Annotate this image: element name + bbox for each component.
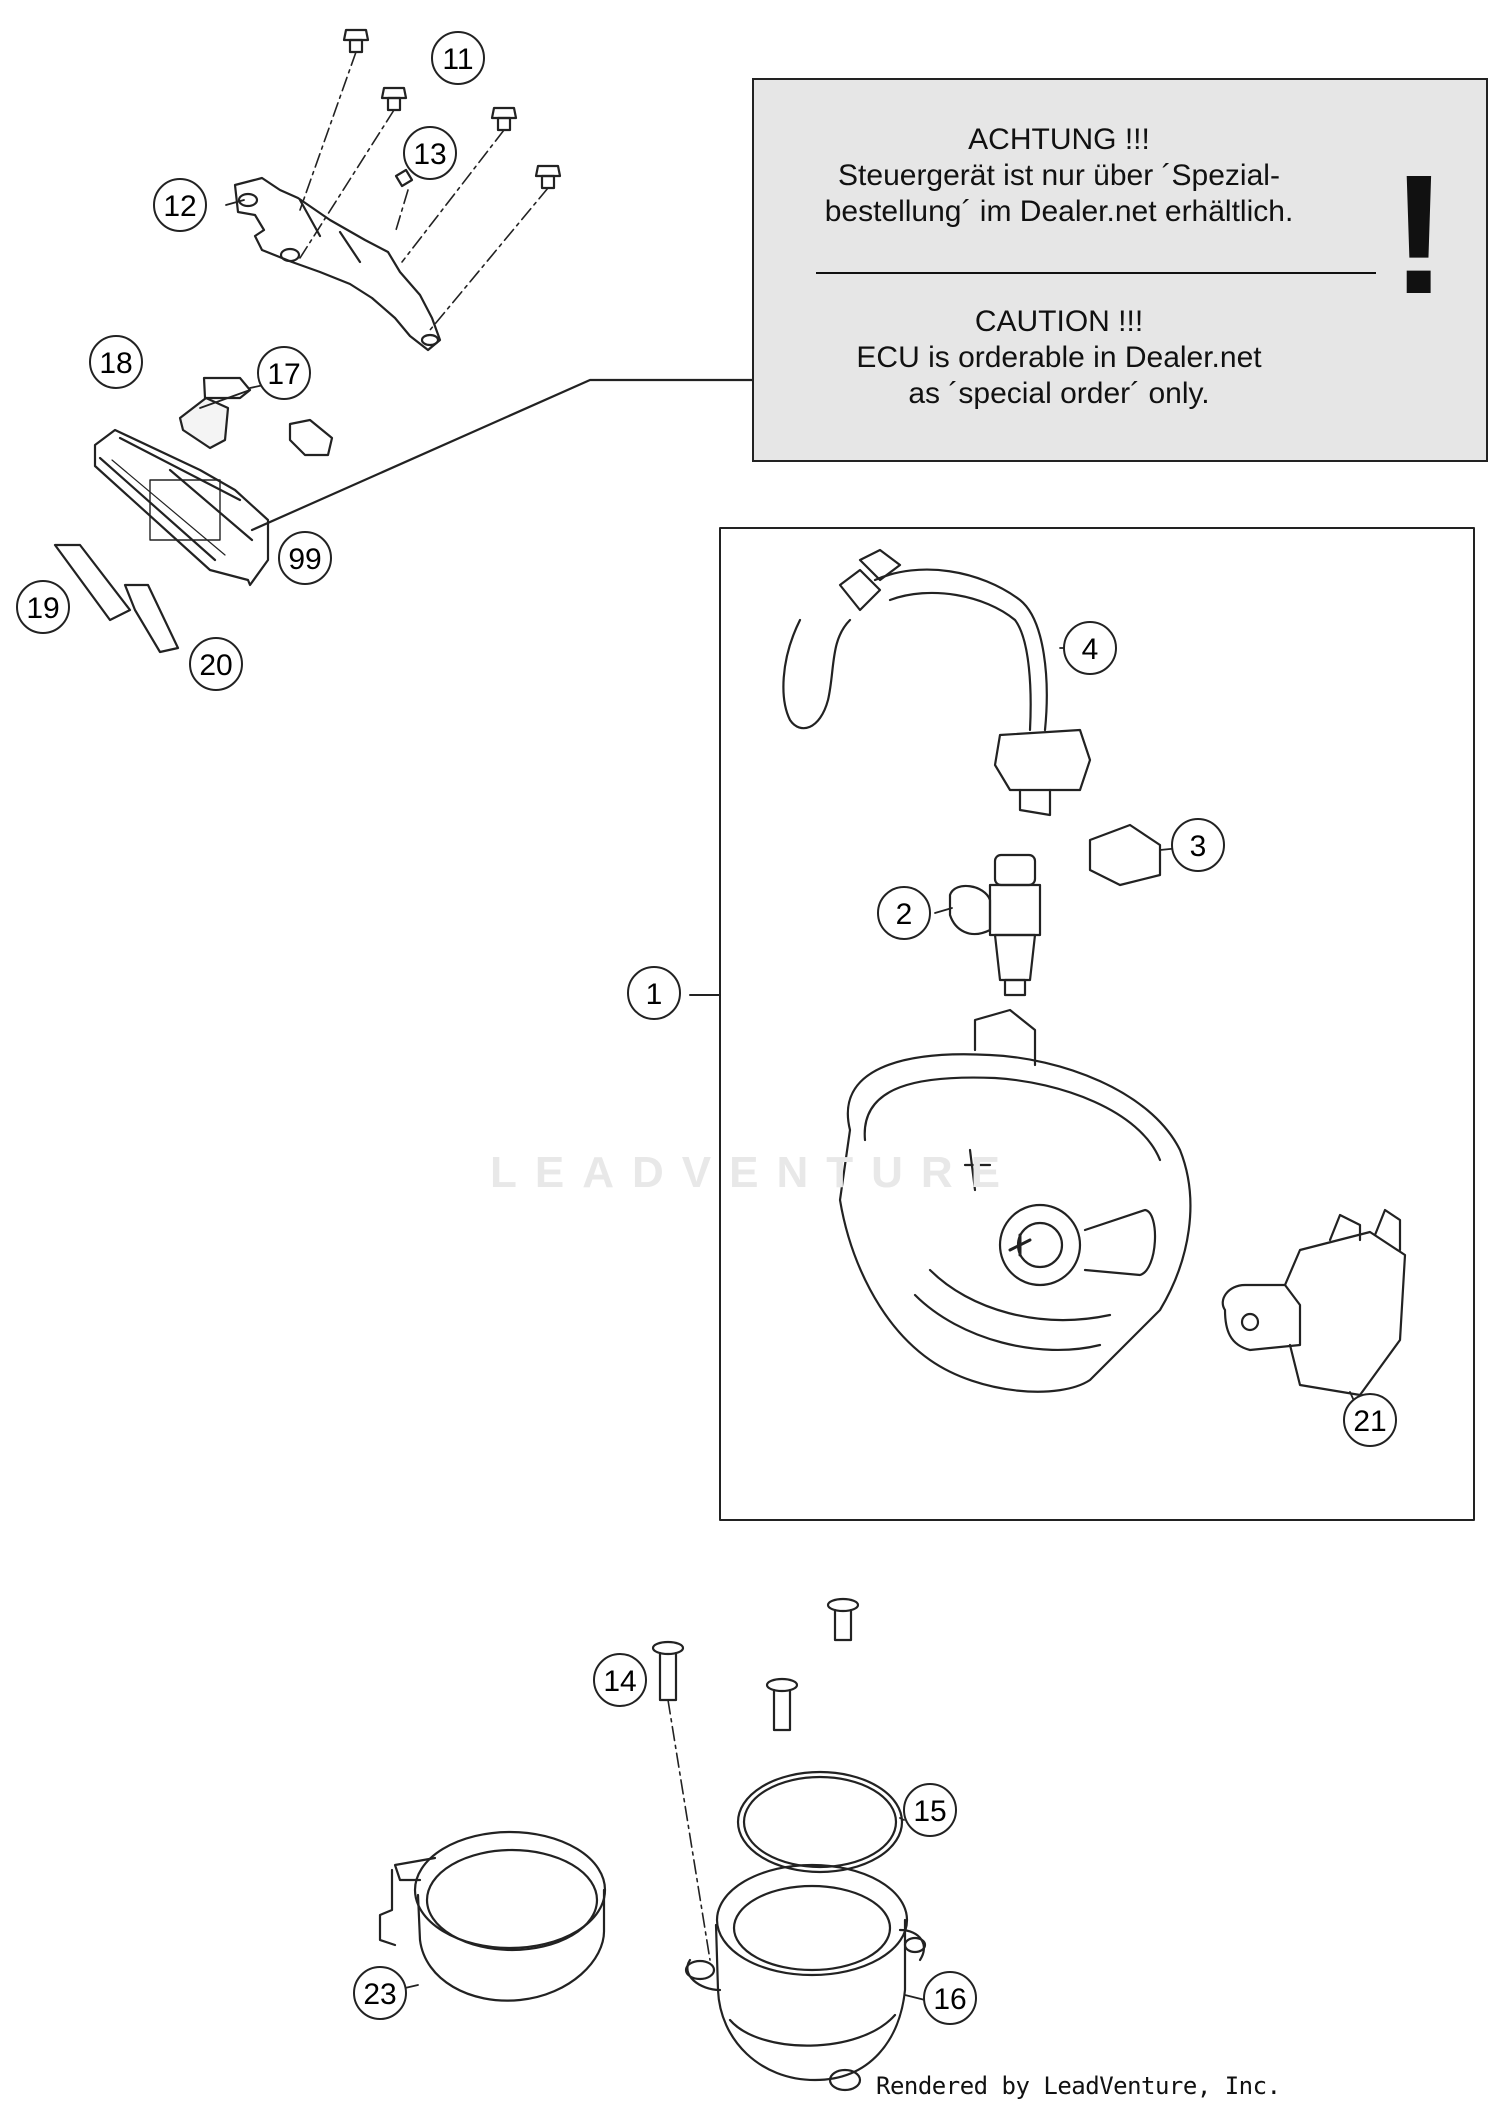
svg-text:4: 4 [1082,633,1099,666]
callout-20: 20 [189,637,243,691]
assembly-frame [719,527,1475,1521]
watermark: LEADVENTURE [490,1148,1019,1197]
callout-19: 19 [16,580,70,634]
notice-leader [250,378,754,532]
callout-17: 17 [257,346,311,400]
callout-1: 1 [627,966,681,1020]
callout-21: 21 [1343,1393,1397,1447]
callout-4: 4 [1063,621,1117,675]
svg-text:14: 14 [603,1665,636,1698]
svg-text:19: 19 [26,592,59,625]
o-ring [736,1770,904,1874]
svg-text:17: 17 [267,358,300,391]
svg-text:20: 20 [199,649,232,682]
wiring-harness [782,548,1092,817]
throttle-body [838,1008,1192,1393]
svg-text:21: 21 [1353,1405,1386,1438]
svg-text:2: 2 [896,898,913,931]
notice-divider [816,272,1376,274]
hose-clamp [378,1830,607,2002]
screws [651,1597,860,1732]
callout-13: 13 [403,126,457,180]
ecu-order-notice: ACHTUNG !!! Steuergerät ist nur über ´Sp… [752,78,1488,462]
intake-flange [684,1863,927,2092]
notice-de-heading: ACHTUNG !!! [968,123,1150,156]
svg-text:23: 23 [363,1978,396,2011]
callout-99: 99 [278,531,332,585]
notice-en-line2: ECU is orderable in Dealer.net [856,341,1262,374]
nut [394,168,414,188]
render-credit: Rendered by LeadVenture, Inc. [876,2072,1281,2100]
exclamation-icon: ! [1390,140,1448,330]
notice-english: CAUTION !!! ECU is orderable in Dealer.n… [754,304,1364,412]
svg-text:15: 15 [913,1795,946,1828]
assembly-lines [299,51,549,331]
callout-16: 16 [923,1971,977,2025]
callout-23: 23 [353,1966,407,2020]
map-sensor [1221,1208,1407,1397]
notice-german: ACHTUNG !!! Steuergerät ist nur über ´Sp… [754,122,1364,230]
svg-text:16: 16 [933,1983,966,2016]
ecu-clips [53,376,334,654]
svg-text:18: 18 [99,347,132,380]
callout-18: 18 [89,335,143,389]
svg-text:3: 3 [1190,830,1207,863]
svg-text:13: 13 [413,138,446,171]
notice-en-line3: as ´special order´ only. [908,377,1210,410]
screw-axis [667,1699,711,1961]
notice-de-line3: bestellung´ im Dealer.net erhältlich. [824,195,1294,228]
ecu-bracket [233,176,442,352]
clip [1088,823,1162,887]
fuel-injector [948,853,1042,997]
callout-11: 11 [431,31,485,85]
notice-de-line2: Steuergerät ist nur über ´Spezial- [838,159,1280,192]
ecu-unit [93,428,270,587]
svg-text:1: 1 [646,978,663,1011]
callout-14: 14 [593,1653,647,1707]
callout-3: 3 [1171,818,1225,872]
svg-text:11: 11 [442,43,473,76]
svg-text:99: 99 [288,543,321,576]
callout-15: 15 [903,1783,957,1837]
svg-text:12: 12 [163,190,196,223]
notice-en-heading: CAUTION !!! [974,305,1144,338]
callouts: 11 12 13 18 17 99 19 20 [16,31,1397,2025]
callout-12: 12 [153,178,207,232]
callout-2: 2 [877,886,931,940]
